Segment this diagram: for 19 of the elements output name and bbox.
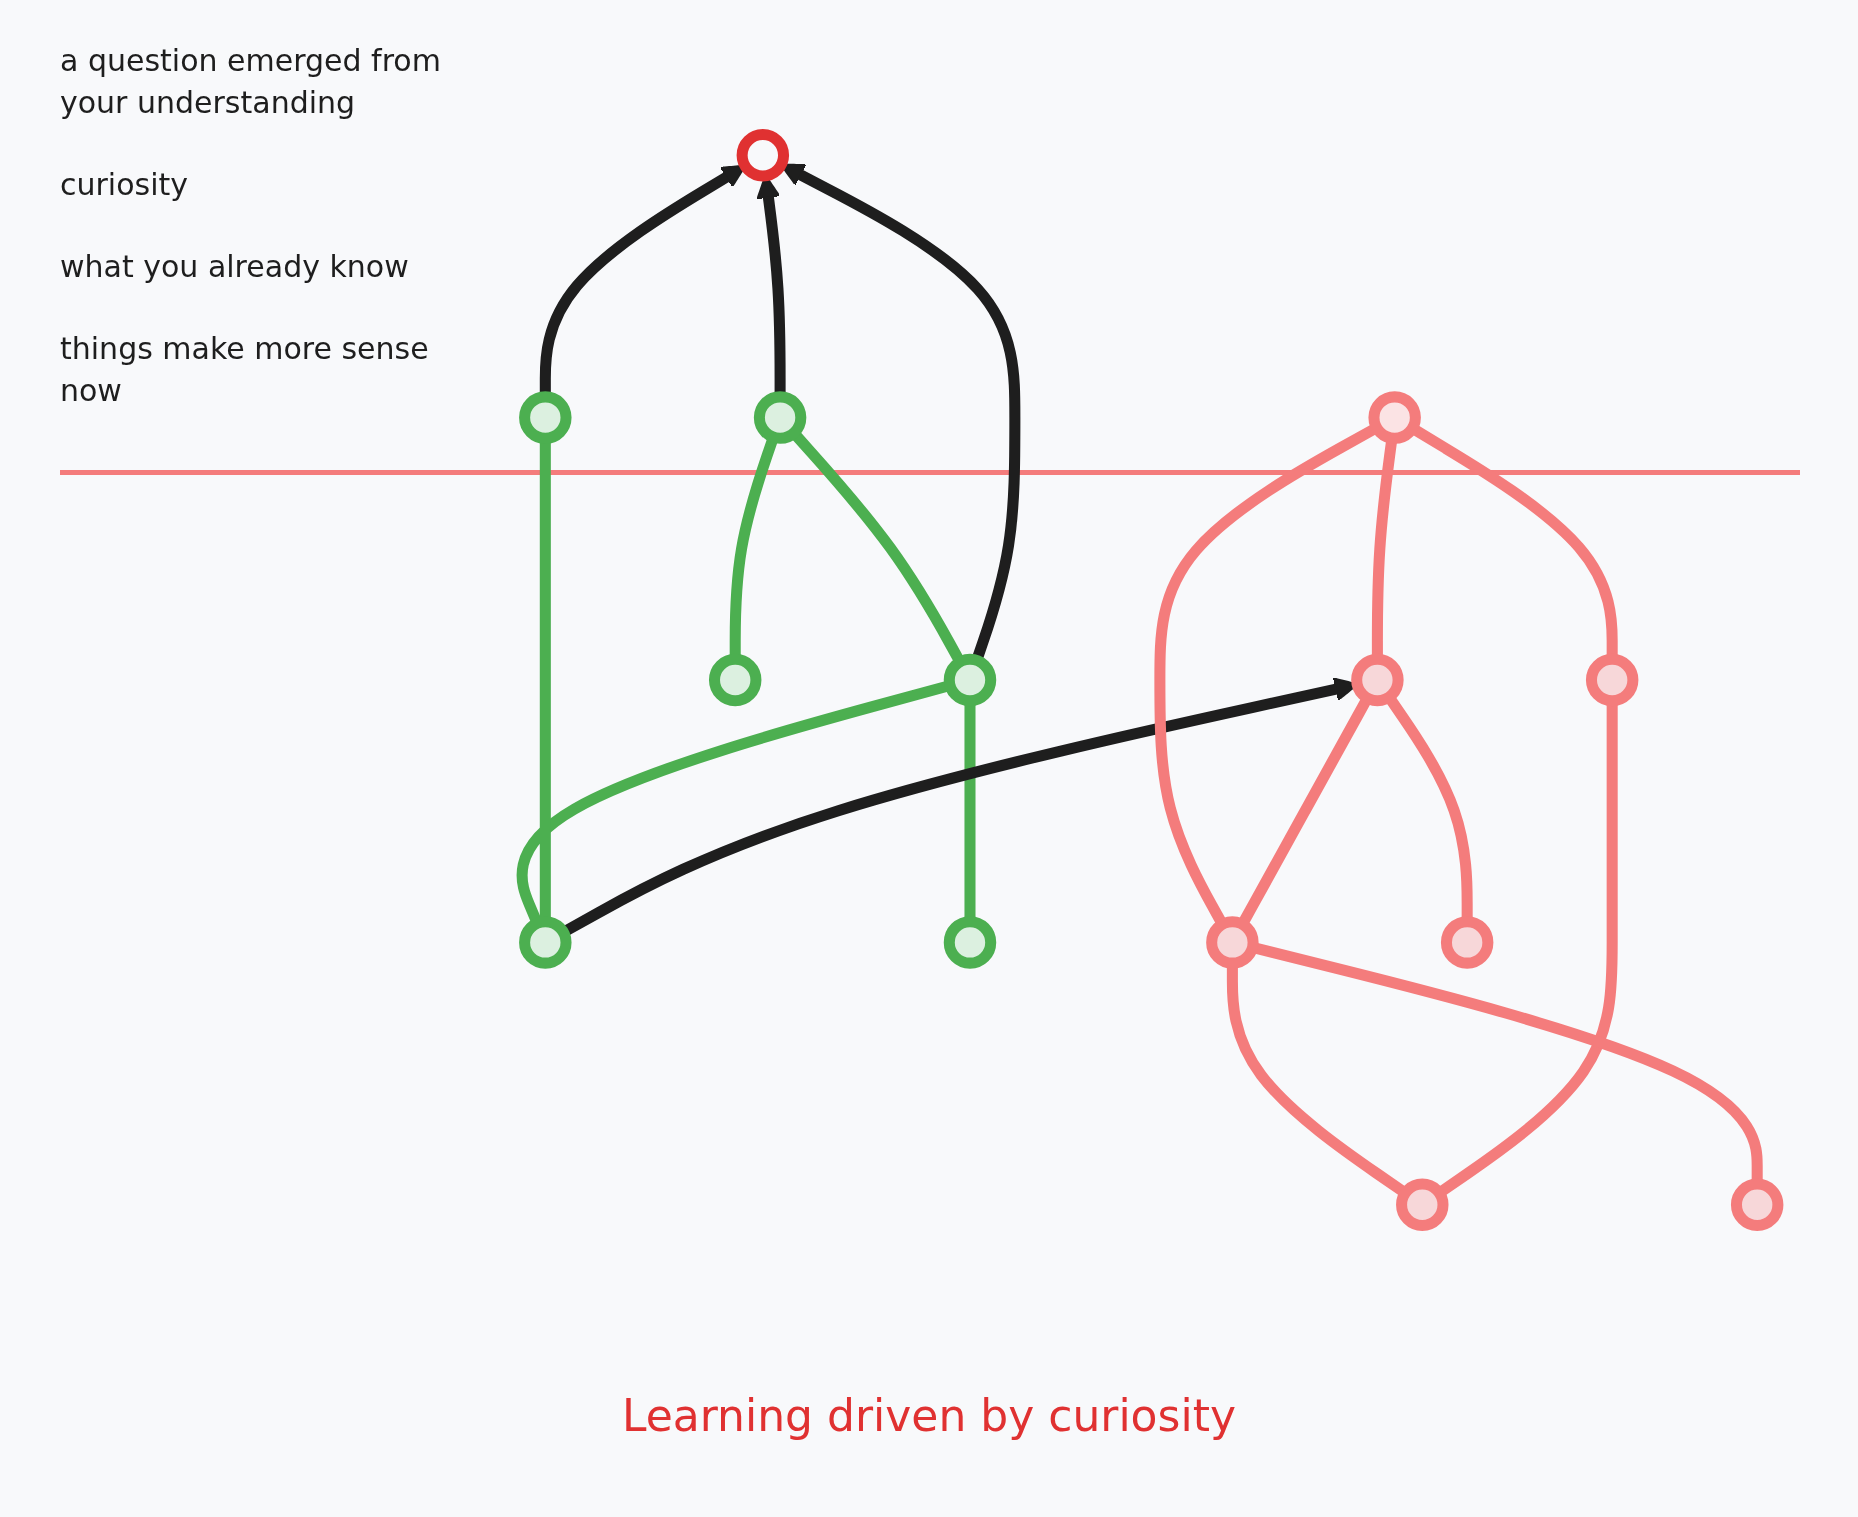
node-circle <box>1351 653 1404 707</box>
node-circle <box>1440 916 1494 969</box>
note-text: a question emerged from your understanding <box>60 42 442 122</box>
note-text: things make more sense now <box>60 330 430 410</box>
node-circle <box>943 653 997 707</box>
node-circle <box>943 916 997 969</box>
note-text: what you already know <box>60 248 410 286</box>
node-circle <box>708 653 762 707</box>
node-circle <box>1206 916 1259 969</box>
node-circle <box>1396 1178 1449 1232</box>
note-text: curiosity <box>60 166 189 204</box>
node-circle <box>753 391 807 444</box>
node-circle <box>1585 653 1639 707</box>
node-circle <box>736 128 790 182</box>
node-circle <box>1368 391 1421 444</box>
node-circle <box>1730 1178 1784 1232</box>
node-circle <box>519 916 572 969</box>
node-circle <box>519 391 572 444</box>
title: Learning driven by curiosity <box>621 1390 1237 1441</box>
